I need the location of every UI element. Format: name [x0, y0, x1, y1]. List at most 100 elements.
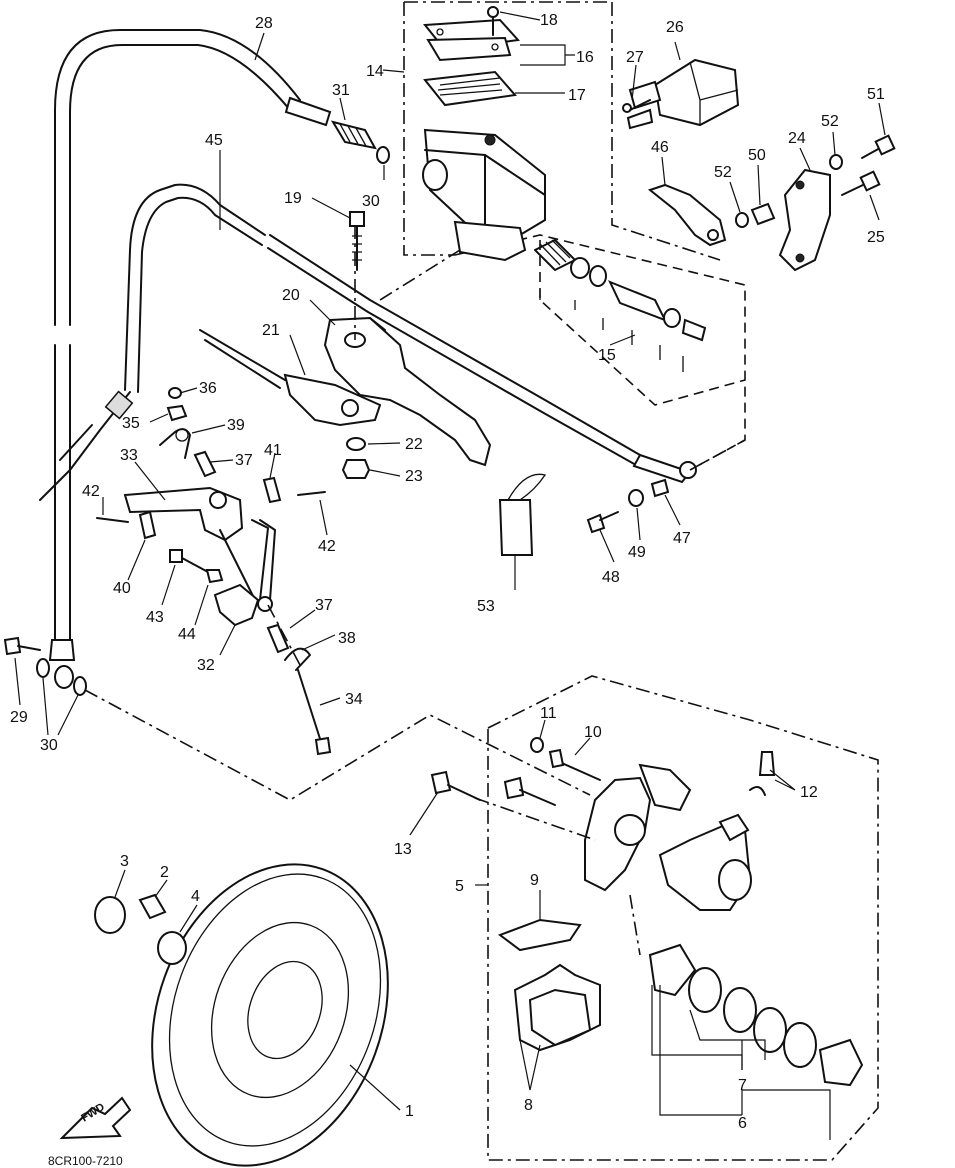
label-17: 17: [568, 87, 586, 104]
label-13: 13: [394, 841, 412, 858]
pin-37-upper: [193, 450, 217, 478]
label-49: 49: [628, 544, 646, 561]
label-22: 22: [405, 436, 423, 453]
label-50: 50: [748, 147, 766, 164]
cap-11: [530, 737, 544, 753]
cap-36: [168, 387, 182, 399]
reservoir-cap-16: [423, 18, 521, 62]
collar-47: [650, 478, 670, 498]
label-36: 36: [199, 380, 217, 397]
split-pins-42: [96, 491, 326, 523]
spring-39: [159, 428, 191, 459]
master-cylinder-body: [422, 128, 546, 262]
label-44: 44: [178, 626, 196, 643]
bolt-34: [297, 669, 332, 756]
label-3: 3: [120, 853, 129, 870]
piston-kit-15: [534, 239, 707, 372]
label-15: 15: [598, 347, 616, 364]
rod-linkage: [219, 519, 276, 601]
label-51: 51: [867, 86, 885, 103]
label-40: 40: [113, 580, 131, 597]
pedal-arm-46: [647, 183, 727, 247]
collar-50: [750, 202, 776, 226]
label-30-lower: 30: [40, 737, 58, 754]
label-52-right: 52: [821, 113, 839, 130]
label-32: 32: [197, 657, 215, 674]
label-43: 43: [146, 609, 164, 626]
label-52-left: 52: [714, 164, 732, 181]
label-11: 11: [540, 705, 557, 722]
label-31: 31: [332, 82, 350, 99]
label-34: 34: [345, 691, 363, 708]
label-38: 38: [338, 630, 356, 647]
bolt-51: [861, 134, 896, 159]
clevis-41: [262, 476, 282, 504]
pad-spring-9: [497, 918, 582, 952]
label-29: 29: [10, 709, 28, 726]
label-39: 39: [227, 417, 245, 434]
pin-37-lower: [266, 623, 290, 654]
bolt-48: [586, 511, 619, 534]
banjo-bolt-31: [330, 120, 377, 150]
caliper-body: [658, 813, 752, 911]
label-37-upper: 37: [235, 452, 253, 469]
banjo-bolt-29: [3, 636, 41, 656]
label-53: [498, 473, 547, 556]
label-7: 7: [738, 1077, 747, 1094]
label-23: 23: [405, 468, 423, 485]
bolt-43: [169, 549, 209, 573]
label-6: 6: [738, 1115, 747, 1132]
label-41: 41: [264, 442, 282, 459]
label-20: 20: [282, 287, 300, 304]
washer-4: [157, 931, 187, 965]
brake-disc-1: [151, 863, 389, 1167]
label-5: 5: [455, 878, 464, 895]
label-16: 16: [576, 49, 594, 66]
brake-lever-20: [323, 316, 492, 467]
brake-cable-45: [39, 183, 697, 501]
gasket-30-upper: [376, 146, 390, 164]
caliper-bracket: [584, 763, 692, 892]
label-4: 4: [191, 888, 200, 905]
fwd-arrow: FWD: [59, 1096, 132, 1140]
piston-6: [648, 943, 864, 1087]
label-46: 46: [651, 139, 669, 156]
label-45: 45: [205, 132, 223, 149]
label-1: 1: [405, 1103, 414, 1120]
bolt-25: [841, 170, 881, 196]
nut-44: [205, 569, 224, 584]
pin-40: [138, 510, 157, 540]
switch-26: [628, 58, 740, 127]
pedal-block-32: [213, 583, 273, 627]
brake-pads-8: [513, 963, 601, 1052]
label-35: 35: [122, 415, 140, 432]
circlip-3: [94, 896, 126, 934]
label-42-left: 42: [82, 483, 100, 500]
pin-10: [548, 748, 601, 781]
label-10: 10: [584, 724, 602, 741]
nut-35: [166, 404, 188, 422]
leader-lines: [14, 11, 886, 1140]
label-30-upper: 30: [362, 193, 380, 210]
gaskets-30-lower: [36, 658, 87, 696]
label-2: 2: [160, 864, 169, 881]
part-labels: 28 31 30 19 45 20 21 36 35 39 37 41 33 4…: [10, 12, 885, 1132]
diagram-code: 8CR100-7210: [48, 1154, 123, 1168]
lever-bracket-21: [199, 329, 382, 427]
spring-38: [284, 647, 311, 671]
label-27: 27: [626, 49, 644, 66]
group-boundary-caliper: [487, 675, 879, 1161]
nut-23: [341, 459, 371, 479]
label-24: 24: [788, 130, 806, 147]
label-25: 25: [867, 229, 885, 246]
diaphragm-17: [423, 70, 517, 107]
seals-7: [688, 967, 817, 1068]
washer-49: [628, 489, 644, 507]
bleed-screw-12: [749, 751, 776, 796]
assembly-lines: [84, 225, 746, 956]
label-21: 21: [262, 322, 280, 339]
washers-52: [735, 154, 843, 228]
label-9: 9: [530, 872, 539, 889]
label-48: 48: [602, 569, 620, 586]
brake-hose-28: [48, 29, 332, 661]
